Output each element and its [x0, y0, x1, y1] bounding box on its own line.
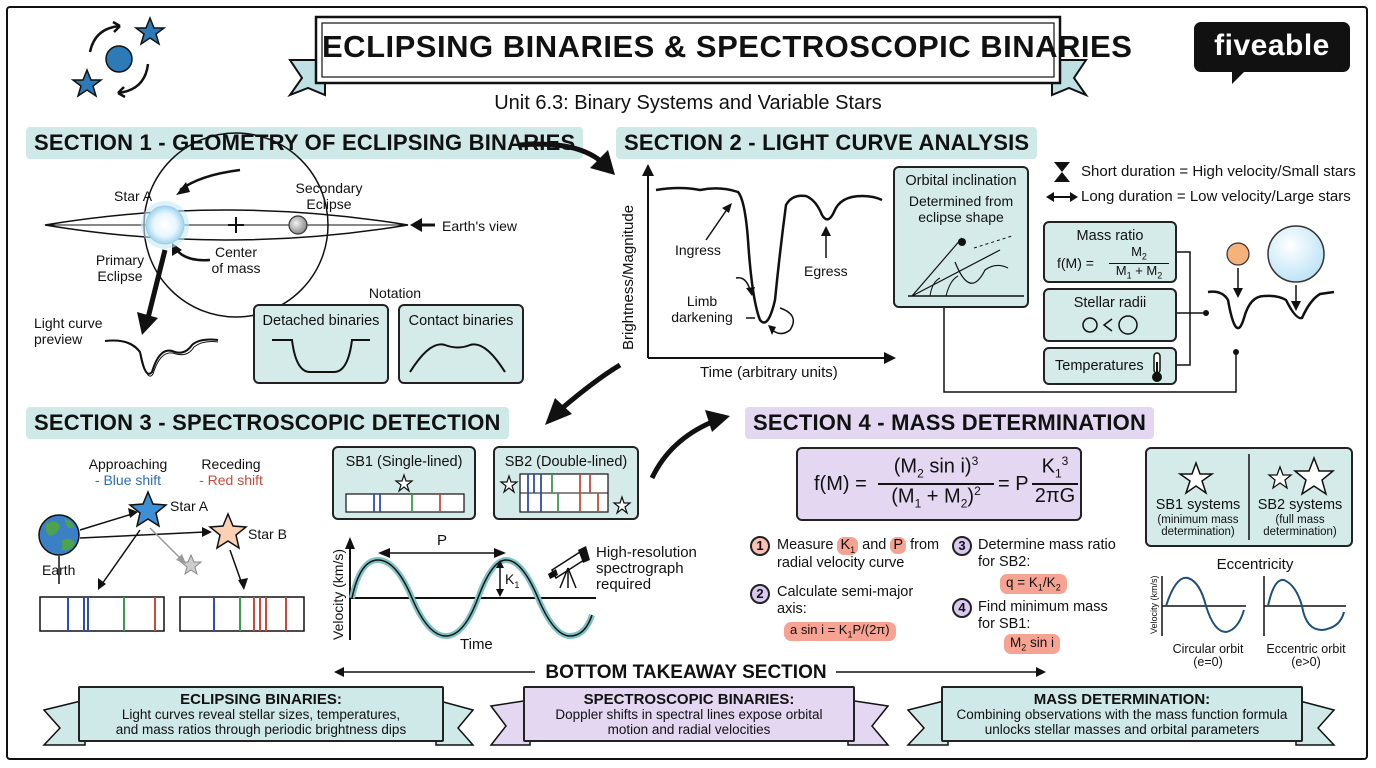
stellar-radii-box: Stellar radii [1043, 288, 1177, 342]
mass-function-lhs: f(M) = [814, 473, 867, 495]
notation-label: Notation [368, 285, 422, 301]
ingress-label: Ingress [675, 242, 721, 258]
earth-label: Earth [42, 562, 76, 578]
contact-binaries-label: Contact binaries [408, 313, 514, 329]
mass-function-p: = P [998, 473, 1029, 495]
step4-number: 4 [952, 598, 972, 618]
md-takeaway-title: MASS DETERMINATION: [1033, 691, 1211, 708]
section1-heading: SECTION 1 - GEOMETRY OF ECLIPSING BINARI… [26, 127, 584, 160]
star-a-label: Star A [114, 188, 153, 204]
short-duration-text: Short duration = High velocity/Small sta… [1081, 163, 1356, 180]
bottom-heading: BOTTOM TAKEAWAY SECTION [545, 662, 827, 683]
step4-text: Find minimum mass for SB1: [978, 599, 1108, 632]
light-curve-preview-label: Light curve preview [34, 315, 103, 348]
eb-takeaway-title: ECLIPSING BINARIES: [180, 691, 342, 708]
title-banner [287, 15, 1089, 98]
step3-text: Determine mass ratio for SB2: [978, 537, 1116, 570]
mass-function-fraction: (M2 sin i)3 (M1 + M2)2 [878, 454, 994, 512]
center-of-mass-label: Center of mass [211, 244, 261, 277]
period-label: P [437, 532, 448, 549]
mass-ratio-label: Mass ratio [1076, 228, 1144, 244]
telescope-icon [548, 546, 590, 589]
mass-function-k-fraction: K13 2πG [1032, 454, 1078, 508]
step2-formula: a sin i = K1P/(2π) [784, 622, 896, 641]
sb1-systems-note: (minimum mass determination) [1157, 514, 1239, 539]
step3-formula: q = K1/K2 [1000, 574, 1067, 595]
earths-view-label: Earth's view [442, 218, 518, 234]
star-b-label: Star B [248, 526, 287, 542]
page-subtitle: Unit 6.3: Binary Systems and Variable St… [494, 92, 882, 114]
secondary-eclipse-label: Secondary Eclipse [295, 180, 363, 213]
time-axis-label: Time (arbitrary units) [700, 364, 838, 381]
step1-number: 1 [750, 536, 770, 556]
k1-label: K1 [505, 571, 520, 590]
temperatures-label: Temperatures [1055, 358, 1144, 374]
long-duration-text: Long duration = Low velocity/Large stars [1081, 188, 1351, 205]
sb-takeaway-text: Doppler shifts in spectral lines expose … [555, 707, 823, 738]
sb-takeaway: SPECTROSCOPIC BINARIES: Doppler shifts i… [523, 686, 855, 742]
hourglass-icon [1054, 162, 1070, 182]
sb2-label: SB2 (Double-lined) [504, 454, 628, 470]
binary-orbit-icon [70, 15, 167, 99]
sb-takeaway-title: SPECTROSCOPIC BINARIES: [583, 691, 795, 708]
page-frame [6, 6, 1368, 760]
step2-number: 2 [750, 584, 770, 604]
md-takeaway-text: Combining observations with the mass fun… [956, 707, 1288, 738]
orbital-inclination-box: Orbital inclination Determined from ecli… [893, 166, 1029, 308]
section2-heading: SECTION 2 - LIGHT CURVE ANALYSIS [616, 127, 1038, 160]
double-arrow-icon [1046, 192, 1078, 202]
approaching-label: Approaching [88, 456, 168, 472]
stellar-radii-label: Stellar radii [1073, 295, 1147, 311]
mass-function-box: f(M) = (M2 sin i)3 (M1 + M2)2 = P K13 2π… [796, 447, 1082, 521]
sb1-label: SB1 (Single-lined) [345, 454, 463, 470]
limb-darkening-label: Limb darkening [671, 293, 733, 326]
md-takeaway: MASS DETERMINATION: Combining observatio… [941, 686, 1303, 742]
egress-label: Egress [804, 263, 848, 279]
step2-text: Calculate semi-major axis: [777, 584, 914, 617]
sb2-systems-note: (full mass determination) [1263, 514, 1337, 539]
step4-formula: M2 sin i [1004, 634, 1061, 655]
eccentricity-label: Eccentricity [1216, 556, 1294, 573]
circular-orbit-label: Circular orbit (e=0) [1172, 642, 1244, 670]
orbital-inclination-label: Orbital inclination [905, 173, 1017, 189]
detached-binaries-label: Detached binaries [262, 313, 380, 329]
section3-heading: SECTION 3 - SPECTROSCOPIC DETECTION [26, 407, 509, 440]
section4-heading: SECTION 4 - MASS DETERMINATION [745, 407, 1155, 440]
mass-ratio-fraction: M2 M1 + M2 [1109, 244, 1169, 281]
spectrograph-label: High-resolution spectrograph required [596, 544, 697, 593]
eb-takeaway-text: Light curves reveal stellar sizes, tempe… [115, 707, 407, 738]
red-shift-label: - Red shift [199, 472, 263, 488]
determined-from-label: Determined from eclipse shape [908, 192, 1014, 225]
earth-icon [38, 514, 80, 556]
receding-label: Receding [201, 456, 261, 472]
eccentric-orbit-label: Eccentric orbit (e>0) [1266, 642, 1346, 670]
page-title: ECLIPSING BINARIES & SPECTROSCOPIC BINAR… [322, 29, 1133, 64]
sb2-systems-label: SB2 systems [1257, 497, 1343, 513]
sb1-systems-label: SB1 systems [1155, 497, 1241, 513]
eb-takeaway: ECLIPSING BINARIES: Light curves reveal … [78, 686, 444, 742]
mass-ratio-formula: f(M) = [1057, 255, 1094, 271]
mass-ratio-box: Mass ratio f(M) = M2 M1 + M2 [1043, 221, 1177, 283]
step3-number: 3 [952, 536, 972, 556]
blue-shift-label: - Blue shift [94, 472, 162, 488]
brand-logo[interactable]: fiveable [1194, 22, 1350, 72]
rv-time-axis-label: Time [460, 636, 493, 653]
star-a-spectro-label: Star A [170, 498, 209, 514]
detached-binaries-box: Detached binaries [253, 304, 389, 384]
primary-eclipse-label: Primary Eclipse [95, 252, 145, 285]
